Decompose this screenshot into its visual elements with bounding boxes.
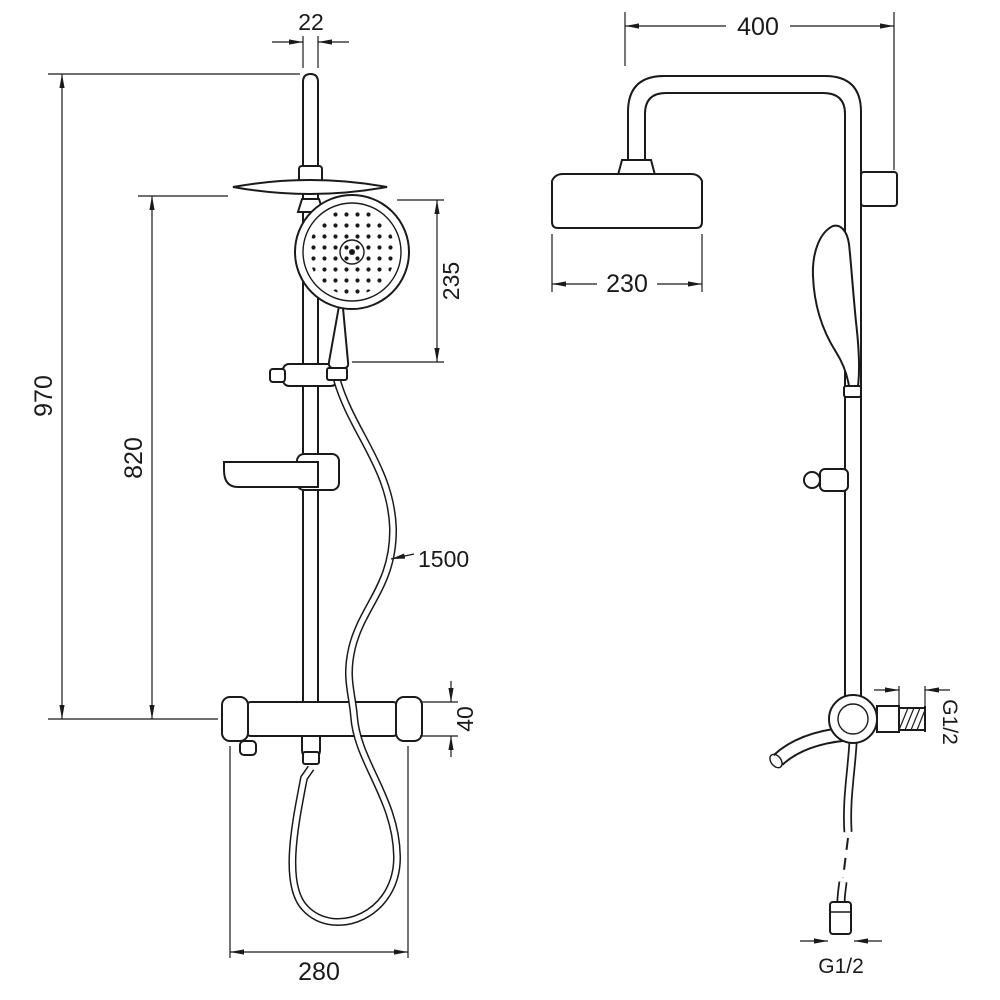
mixer-right-knob — [395, 696, 423, 742]
dim-head-width-label: 230 — [606, 270, 648, 298]
temp-handle-lever — [239, 740, 257, 756]
hose-nut-handle — [326, 367, 348, 381]
label-mask — [597, 271, 657, 297]
dim-hose-thread-label: G1/2 — [818, 955, 864, 978]
mixer-left-knob — [221, 696, 249, 742]
dim-hand-shower-length-label: 235 — [438, 262, 464, 300]
dim-column-height: 820 — [120, 195, 228, 719]
dim-mixer-height: 40 — [420, 681, 478, 757]
head-flange — [616, 159, 657, 176]
hand-shower-center — [339, 239, 365, 265]
mixer-wall-body — [876, 705, 900, 733]
mixer-body — [245, 701, 399, 737]
hand-shower-side-nut — [843, 385, 862, 398]
bath-spout — [769, 726, 847, 769]
dim-pipe-width-label: 22 — [298, 9, 324, 35]
hose-inner — [289, 379, 400, 925]
leader-arrow — [390, 553, 415, 560]
dim-inlet-thread-label: G1/2 — [938, 699, 961, 745]
front-view: 22 970 820 235 1500 — [30, 9, 478, 986]
dim-mixer-height-label: 40 — [452, 706, 478, 732]
hose-end-fitting — [829, 901, 852, 935]
thread-hatching — [898, 707, 926, 731]
rain-head-body — [551, 173, 703, 229]
label-mask — [726, 13, 790, 39]
hand-shower-center-dot — [349, 249, 355, 255]
hand-shower-handle — [327, 304, 350, 369]
dim-hose-length: 1500 — [390, 546, 469, 572]
holder-knob — [269, 368, 286, 383]
dim-pipe-width: 22 — [272, 9, 349, 68]
shower-hose — [288, 378, 402, 926]
thermostatic-mixer-side — [828, 694, 926, 744]
spout-opening — [769, 753, 783, 769]
slider-bracket — [819, 468, 849, 492]
hose-nut-mixer — [302, 751, 320, 765]
mixer-knob-side — [828, 694, 878, 744]
hose-side-inner — [844, 742, 856, 833]
mixer-knob-inner — [837, 703, 869, 735]
dim-arm-reach: 400 — [624, 12, 895, 170]
dim-head-width: 230 — [551, 234, 703, 298]
dim-inlet-thread: G1/2 — [874, 686, 961, 745]
hand-shower-side-body — [811, 224, 861, 387]
side-view: 400 230 G1/2 G1/2 — [551, 12, 961, 978]
dim-hand-shower-length: 235 — [352, 199, 464, 363]
soap-shelf — [223, 453, 340, 491]
wall-bracket — [860, 171, 898, 207]
dim-mixer-width: 280 — [229, 746, 409, 986]
shelf-tray — [223, 461, 319, 488]
arm-outer-edge — [627, 75, 862, 740]
hand-shower-face-ring — [302, 202, 402, 302]
slider-knob — [803, 471, 821, 489]
dim-hose-thread: G1/2 — [800, 938, 882, 978]
arm-inner-edge — [644, 92, 846, 740]
thermostatic-mixer-front — [221, 696, 423, 760]
dim-arm-reach-label: 400 — [737, 13, 779, 41]
hand-shower-front — [294, 194, 410, 381]
dim-total-height-label: 970 — [30, 375, 58, 417]
shower-arm-and-riser — [627, 75, 862, 740]
dim-total-height: 970 — [30, 73, 300, 720]
hose-end-inner — [838, 881, 846, 903]
dim-column-height-label: 820 — [120, 437, 148, 479]
hose-break-dashed — [842, 837, 849, 879]
hose-side — [829, 742, 858, 935]
rain-shower-disc — [232, 179, 388, 195]
hand-shower-side — [811, 224, 862, 398]
dim-mixer-width-label: 280 — [298, 958, 340, 986]
dim-hose-length-label: 1500 — [418, 546, 469, 572]
rail-slider-side — [803, 468, 849, 492]
rain-shower-head-side — [551, 159, 703, 229]
